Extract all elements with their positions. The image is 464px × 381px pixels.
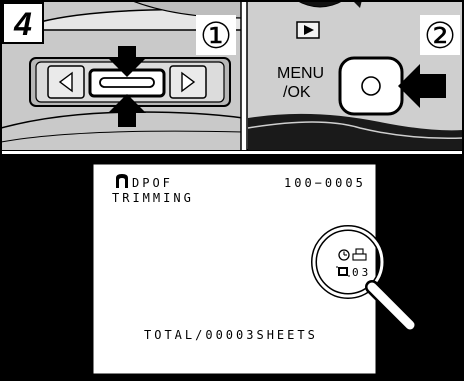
lcd-total-sheets: TOTAL/00003SHEETS bbox=[144, 328, 318, 342]
playback-button[interactable] bbox=[297, 22, 319, 38]
menu-ok-label-line1: MENU bbox=[277, 65, 324, 82]
left-button[interactable] bbox=[48, 66, 84, 98]
menu-ok-button[interactable] bbox=[340, 58, 402, 114]
menu-ok-label-line2: /OK bbox=[283, 84, 311, 101]
clock-icon bbox=[339, 250, 349, 260]
step-number: 4 bbox=[13, 6, 32, 42]
right-button[interactable] bbox=[170, 66, 206, 98]
step-number-badge: 4 bbox=[3, 3, 43, 43]
lcd-mode-label: DPOF bbox=[132, 176, 173, 190]
lcd-submode-label: TRIMMING bbox=[112, 191, 194, 205]
camera-illustration-panel: 4 ① MENU /OK bbox=[0, 0, 464, 150]
lcd-screen-panel: DPOF TRIMMING 100−0005 03 TOTAL/00003SHE bbox=[1, 154, 463, 380]
sub-step-1-marker: ① bbox=[200, 15, 232, 56]
right-camera-view: MENU /OK ② bbox=[248, 0, 463, 150]
lcd-frame-number: 100−0005 bbox=[284, 176, 366, 190]
lcd-print-quantity: 03 bbox=[352, 266, 371, 279]
left-camera-view: 4 ① bbox=[1, 0, 243, 150]
panel-divider bbox=[241, 0, 247, 150]
trim-frame-icon bbox=[336, 267, 350, 276]
sub-step-2-marker: ② bbox=[424, 15, 456, 56]
